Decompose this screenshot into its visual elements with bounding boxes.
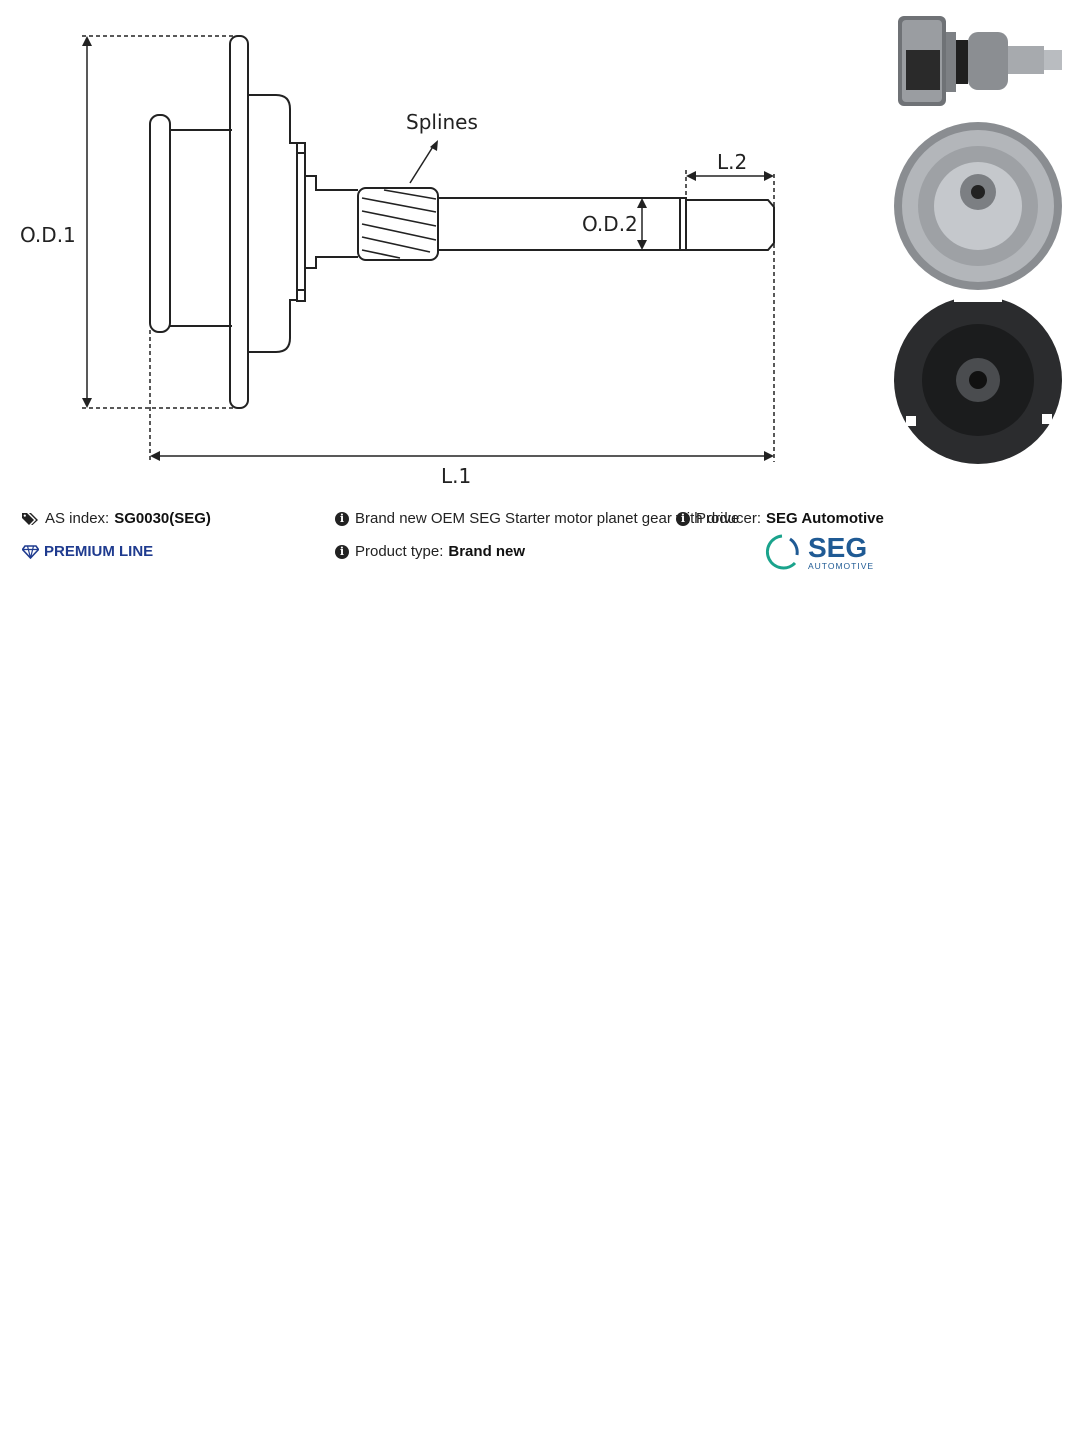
l1-label: L.1 bbox=[441, 464, 471, 488]
product-type-row: i Product type: Brand new bbox=[335, 543, 525, 560]
product-photo-front[interactable] bbox=[892, 116, 1064, 296]
premium-line-badge[interactable]: PREMIUM LINE bbox=[22, 543, 153, 560]
od1-label: O.D.1 bbox=[20, 223, 76, 247]
info-icon: i bbox=[335, 511, 349, 526]
as-index-value: SG0030(SEG) bbox=[114, 510, 211, 527]
starter-drive-diagram: O.D.1 O.D.2 L.1 L.2 Splines bbox=[20, 35, 775, 488]
description-row: i Brand new OEM SEG Starter motor planet… bbox=[335, 510, 744, 527]
technical-drawing: O.D.1 O.D.2 L.1 L.2 Splines bbox=[0, 0, 880, 500]
splines-section bbox=[357, 187, 439, 261]
product-photo-side[interactable] bbox=[892, 10, 1064, 110]
product-type-value: Brand new bbox=[448, 543, 526, 560]
info-icon: i bbox=[676, 511, 690, 526]
logo-name: SEG bbox=[808, 533, 867, 563]
producer-label: Producer: bbox=[696, 510, 762, 527]
hub-flange-left bbox=[149, 114, 171, 333]
logo-subtitle: AUTOMOTIVE bbox=[808, 561, 874, 571]
diamond-icon bbox=[22, 544, 39, 559]
product-type-label: Product type: bbox=[355, 543, 444, 560]
producer-row: i Producer: SEG Automotive bbox=[676, 510, 884, 527]
as-index-row: AS index: SG0030(SEG) bbox=[22, 510, 211, 527]
description-text: Brand new OEM SEG Starter motor planet g… bbox=[355, 510, 740, 527]
splines-label: Splines bbox=[406, 110, 478, 134]
producer-value: SEG Automotive bbox=[766, 510, 884, 527]
seg-automotive-logo: SEG AUTOMOTIVE bbox=[764, 532, 880, 573]
info-icon: i bbox=[335, 544, 349, 559]
l2-label: L.2 bbox=[717, 150, 747, 174]
premium-line-label: PREMIUM LINE bbox=[44, 543, 154, 560]
tags-icon bbox=[22, 512, 38, 525]
od2-label: O.D.2 bbox=[582, 212, 638, 236]
big-disk bbox=[229, 35, 249, 409]
collar bbox=[296, 142, 306, 302]
product-photo-back[interactable] bbox=[892, 296, 1064, 466]
as-index-label: AS index: bbox=[45, 510, 110, 527]
